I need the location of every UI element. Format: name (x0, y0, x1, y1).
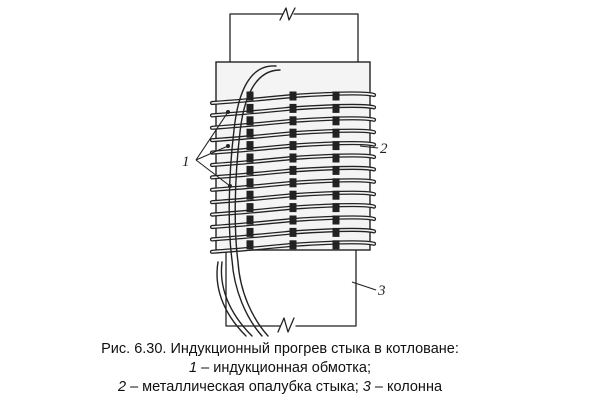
coil-spacer (246, 103, 254, 113)
leader-1-dot-c (228, 184, 232, 188)
coil-spacer (246, 178, 254, 188)
leader-3 (351, 281, 377, 291)
coil-spacer (332, 91, 340, 101)
caption-line-1: Рис. 6.30. Индукционный прогрев стыка в … (101, 341, 459, 357)
caption-item1-text: – индукционная обмотка; (197, 360, 371, 376)
coil-spacer (289, 153, 297, 163)
label-winding: 1 (182, 154, 190, 170)
caption-item2-text: – металлическая опалубка стыка; (126, 379, 363, 395)
coil-spacer (332, 141, 340, 151)
coil-spacer (289, 165, 297, 175)
induction-winding-coils (209, 91, 377, 254)
coil-spacer (332, 190, 340, 200)
label-column: 3 (377, 283, 386, 299)
leader-2 (359, 145, 379, 149)
coil-spacer (246, 227, 254, 237)
coil-spacer (332, 128, 340, 138)
coil-spacer (246, 165, 254, 175)
lower-column-outline (225, 247, 357, 327)
coil-spacer (332, 153, 340, 163)
coil-spacer (289, 116, 297, 126)
coil-spacer (332, 178, 340, 188)
coil-spacer (289, 141, 297, 151)
coil-spacer (289, 227, 297, 237)
coil-spacer (289, 178, 297, 188)
coil-spacer (332, 240, 340, 250)
upper-column-outline (229, 13, 359, 63)
induction-heating-diagram: 1 2 3 (182, 7, 388, 337)
coil-spacer (246, 203, 254, 213)
coil-spacer (332, 215, 340, 225)
caption-item2-number: 2 (117, 379, 127, 395)
coil-spacer (246, 153, 254, 163)
break-mark-bottom (277, 317, 295, 333)
caption-item3-text: – колонна (370, 379, 443, 395)
coil-spacer (289, 203, 297, 213)
figure-caption: Рис. 6.30. Индукционный прогрев стыка в … (0, 340, 560, 397)
caption-line-2: 1 – индукционная обмотка; (0, 359, 560, 378)
coil-spacer (289, 190, 297, 200)
coil-spacer (246, 91, 254, 101)
coil-spacer (246, 190, 254, 200)
coil-spacer (289, 215, 297, 225)
coil-spacer (246, 141, 254, 151)
coil-spacer (246, 240, 254, 250)
coil-spacer (246, 116, 254, 126)
leader-1-b (195, 145, 229, 161)
coil-spacer (246, 128, 254, 138)
break-mark-top (279, 7, 296, 21)
leader-1-dot-b (226, 144, 230, 148)
coil-spacer (332, 103, 340, 113)
coil-spacer (332, 165, 340, 175)
caption-item1-number: 1 (189, 360, 198, 376)
coil-spacer (289, 240, 297, 250)
coil-spacer (289, 128, 297, 138)
leader-1-dot-a (226, 110, 230, 114)
coil-spacer (332, 203, 340, 213)
label-formwork: 2 (380, 141, 388, 157)
coil-spacer (332, 227, 340, 237)
coil-spacer (289, 91, 297, 101)
caption-item3-number: 3 (362, 379, 371, 395)
leader-1-c (195, 159, 231, 187)
coil-spacer (246, 215, 254, 225)
coil-spacer (332, 116, 340, 126)
caption-line-3: 2 – металлическая опалубка стыка; 3 – ко… (0, 378, 560, 397)
lead-cable-outer-a (228, 65, 277, 337)
lead-cable-inner-a (216, 261, 247, 337)
leader-1-a (195, 111, 229, 161)
lead-cable-outer-b (234, 69, 281, 337)
lead-cable-inner-b (220, 261, 253, 337)
coil-spacer (289, 103, 297, 113)
